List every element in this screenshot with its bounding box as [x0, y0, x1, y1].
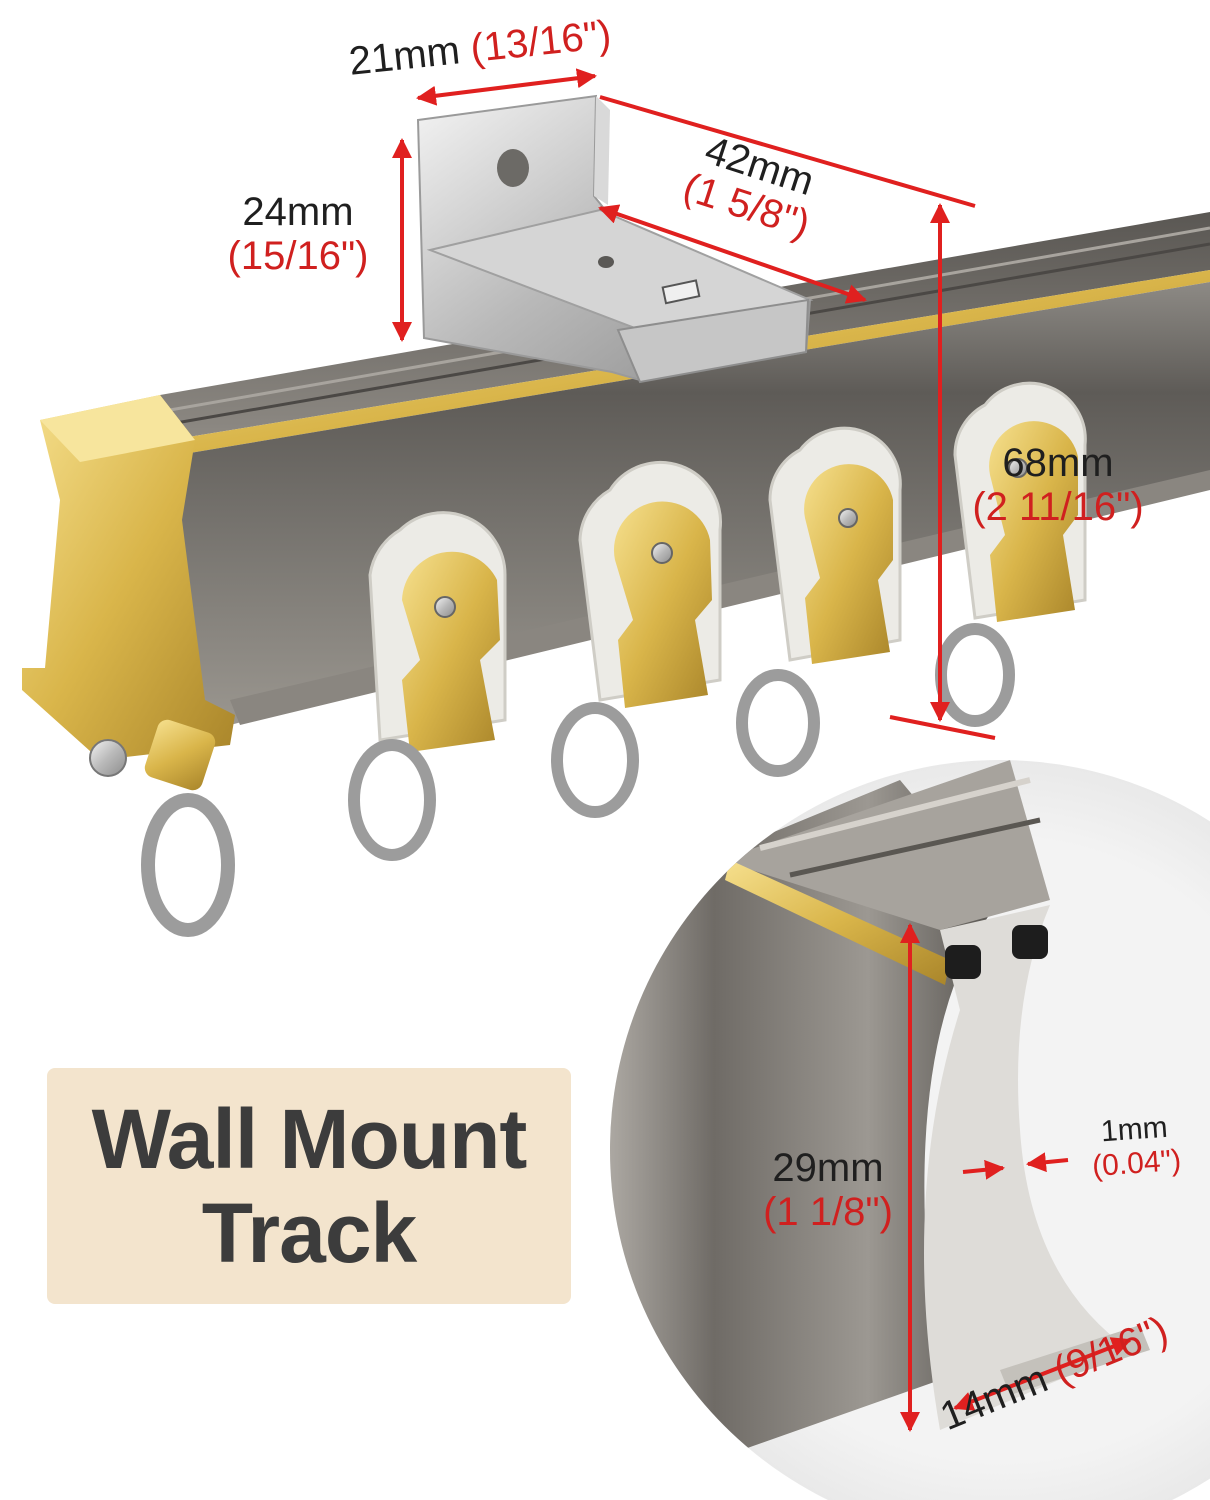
- overall-height-mm: 68mm: [1002, 441, 1114, 485]
- profile-height-inch: (1 1/8"): [763, 1190, 893, 1234]
- bracket-height-mm: 24mm: [242, 190, 354, 234]
- dimension-lines: [392, 68, 1132, 1432]
- wall-thickness-dimension: 1mm (0.04"): [1076, 1111, 1195, 1183]
- label-line-1: Wall Mount: [91, 1091, 528, 1186]
- overall-height-dimension: 68mm (2 11/16"): [958, 443, 1158, 527]
- label-line-2: Track: [201, 1186, 418, 1280]
- end-cap-icon: [22, 395, 235, 937]
- profile-height-dimension: 29mm (1 1/8"): [758, 1148, 898, 1232]
- profile-height-mm: 29mm: [772, 1146, 884, 1190]
- overall-height-inch: (2 11/16"): [972, 485, 1144, 529]
- bracket-height-dimension: 24mm (15/16"): [218, 192, 378, 276]
- bracket-height-inch: (15/16"): [227, 234, 369, 278]
- glider-hook-icon: [348, 381, 1087, 861]
- product-label: Wall Mount Track: [47, 1068, 571, 1304]
